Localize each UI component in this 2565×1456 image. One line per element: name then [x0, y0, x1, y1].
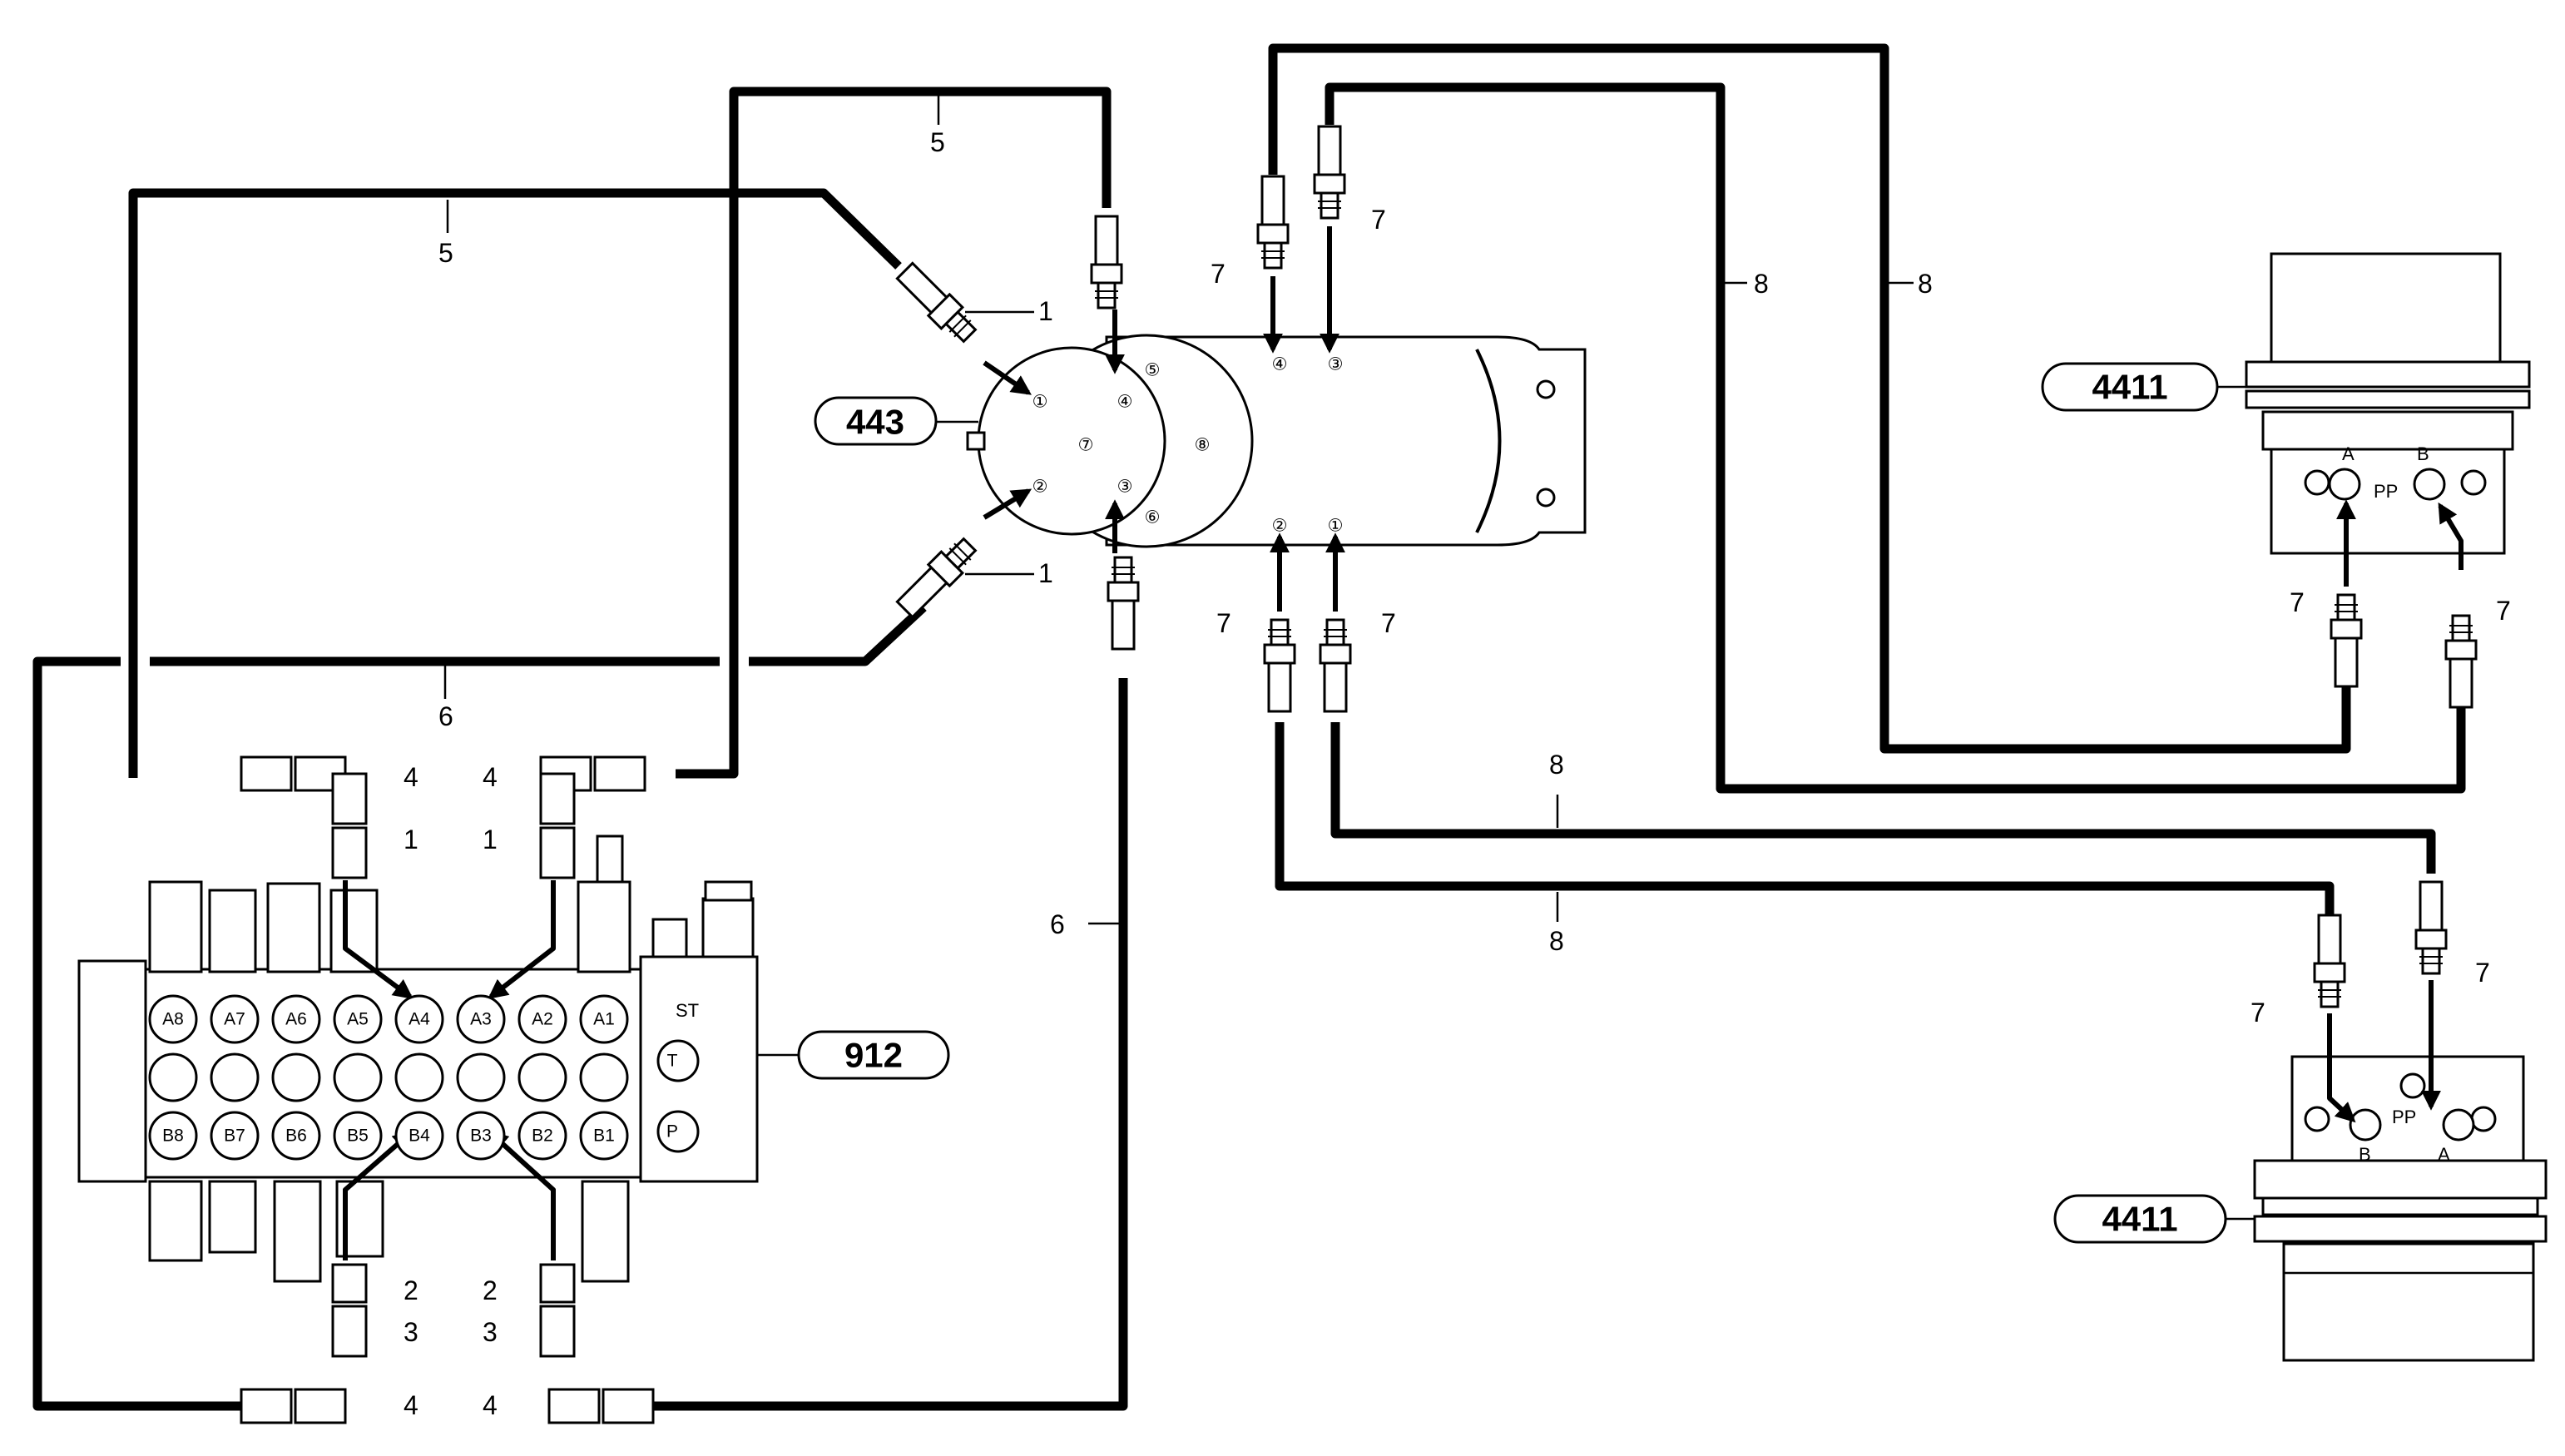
- valve-port-a4: A4: [409, 1010, 430, 1029]
- flow-arrows: [343, 226, 2463, 1260]
- motor-side-port-3: ③: [1328, 355, 1344, 374]
- callout-leaders: [443, 92, 1914, 925]
- track-motor-4411-bottom: [2226, 1055, 2548, 1362]
- track-top-port-pp: PP: [2374, 481, 2398, 502]
- callout-4-tl: 4: [404, 762, 418, 792]
- valve-port-t: T: [667, 1052, 678, 1071]
- callout-7-t4: 7: [2475, 958, 2490, 988]
- track-bottom-port-a: A: [2438, 1144, 2450, 1165]
- motor-port-2: ②: [1032, 478, 1048, 497]
- valve-connections: [240, 755, 655, 1424]
- valve-port-b7: B7: [224, 1127, 245, 1146]
- motor-port-8: ⑧: [1195, 436, 1211, 455]
- motor-port-6: ⑥: [1145, 508, 1161, 527]
- track-motor-4411-top: [2217, 252, 2531, 555]
- valve-mid-plugs: [148, 1052, 629, 1102]
- valve-port-a2: A2: [532, 1010, 553, 1029]
- callout-7-m3: 7: [1216, 608, 1231, 638]
- track-top-port-b: B: [2417, 443, 2429, 464]
- valve-port-b5: B5: [347, 1127, 369, 1146]
- hose-5-lines: [128, 87, 1112, 779]
- fittings: [893, 125, 2478, 1008]
- track-bottom-port-pp: PP: [2392, 1107, 2416, 1127]
- motor-side-port-4: ④: [1272, 355, 1288, 374]
- valve-port-a6: A6: [285, 1010, 307, 1029]
- callout-7-m4: 7: [1381, 608, 1396, 638]
- svg-text:4411: 4411: [2102, 1200, 2177, 1239]
- motor-port-labels: ① ② ④ ③ ⑤ ⑥ ⑦ ⑧ ④ ③ ② ①: [1032, 355, 1344, 536]
- callout-7-t2: 7: [2496, 596, 2511, 626]
- callout-8-a: 8: [1754, 269, 1769, 299]
- callout-4-tr: 4: [483, 762, 498, 792]
- hose-8-lines: [1268, 43, 2466, 915]
- svg-text:443: 443: [846, 403, 904, 442]
- valve-spool-bottoms: [148, 1180, 630, 1283]
- motor-side-port-1: ①: [1328, 517, 1344, 536]
- valve-port-a8: A8: [162, 1010, 184, 1029]
- callout-6-upper: 6: [438, 701, 453, 731]
- callout-1-vr: 1: [483, 825, 498, 854]
- callout-5-upper: 5: [930, 127, 945, 157]
- valve-port-b8: B8: [162, 1127, 184, 1146]
- callout-8-c: 8: [1549, 750, 1564, 780]
- callout-7-t3: 7: [2251, 998, 2265, 1028]
- valve-port-b4: B4: [409, 1127, 430, 1146]
- callout-5-lower: 5: [438, 238, 453, 268]
- callout-1-motor-top: 1: [1038, 296, 1053, 326]
- valve-port-a3: A3: [470, 1010, 492, 1029]
- svg-text:912: 912: [844, 1036, 903, 1075]
- valve-port-b1: B1: [593, 1127, 615, 1146]
- valve-port-p: P: [666, 1122, 678, 1142]
- callout-7-t1: 7: [2290, 587, 2305, 617]
- callout-8-d: 8: [1549, 926, 1564, 956]
- label-4411-bottom: 4411: [2053, 1194, 2227, 1244]
- callout-numbers: 5 5 6 6 1 1 7 7 7 7 8 8 8 8 7 7 7 7 4 4 …: [404, 127, 2511, 1420]
- valve-port-a1: A1: [593, 1010, 615, 1029]
- callout-8-b: 8: [1918, 269, 1933, 299]
- hose-6-lines: [32, 603, 1128, 1411]
- motor-port-3: ③: [1117, 478, 1133, 497]
- valve-port-a5: A5: [347, 1010, 369, 1029]
- valve-b-ports: B8 B7 B6 B5 B4 B3 B2 B1: [148, 1111, 629, 1161]
- callout-2-br: 2: [483, 1275, 498, 1305]
- motor-port-4: ④: [1117, 393, 1133, 412]
- label-443: 443: [814, 396, 938, 446]
- valve-port-b2: B2: [532, 1127, 553, 1146]
- callout-3-br: 3: [483, 1317, 498, 1347]
- callout-4-br: 4: [483, 1390, 498, 1420]
- valve-port-b3: B3: [470, 1127, 492, 1146]
- valve-port-a7: A7: [224, 1010, 245, 1029]
- callout-1-vl: 1: [404, 825, 418, 854]
- valve-spool-tops: [148, 834, 755, 973]
- swing-motor-443: [932, 334, 1587, 548]
- callout-1-motor-bottom: 1: [1038, 558, 1053, 588]
- callout-7-m2: 7: [1371, 205, 1386, 235]
- svg-text:4411: 4411: [2092, 368, 2167, 407]
- track-port-labels: A B PP B A PP: [2342, 443, 2450, 1165]
- callout-6-lower: 6: [1050, 909, 1065, 939]
- motor-port-5: ⑤: [1145, 361, 1161, 380]
- motor-side-port-2: ②: [1272, 517, 1288, 536]
- callout-4-bl: 4: [404, 1390, 418, 1420]
- callout-2-bl: 2: [404, 1275, 418, 1305]
- valve-a-ports: A8 A7 A6 A5 A4 A3 A2 A1: [148, 994, 629, 1044]
- motor-port-7: ⑦: [1078, 436, 1094, 455]
- label-912: 912: [757, 1030, 950, 1080]
- track-bottom-port-b: B: [2359, 1144, 2371, 1165]
- callout-3-bl: 3: [404, 1317, 418, 1347]
- motor-port-1: ①: [1032, 393, 1048, 412]
- label-4411-top: 4411: [2041, 362, 2219, 412]
- track-top-port-a: A: [2342, 443, 2355, 464]
- callout-7-m1: 7: [1211, 259, 1226, 289]
- valve-port-st: ST: [676, 1000, 699, 1021]
- valve-port-b6: B6: [285, 1127, 307, 1146]
